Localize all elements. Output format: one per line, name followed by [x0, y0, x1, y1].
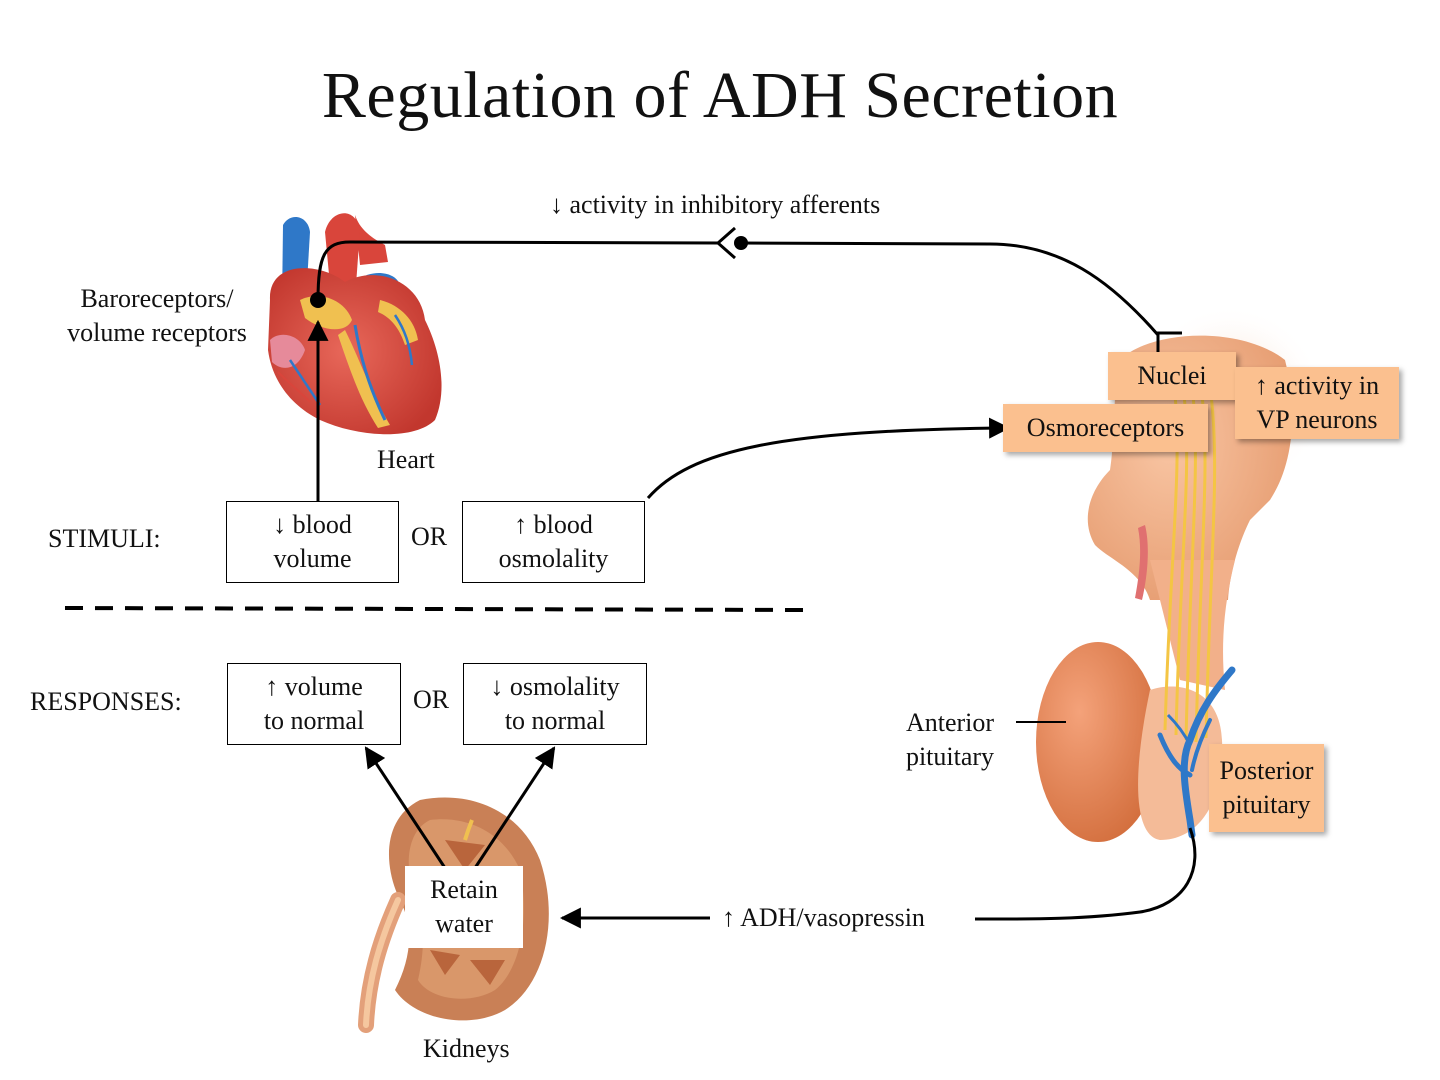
synapse-symbol — [715, 226, 736, 260]
posterior-to-adh-line — [974, 827, 1197, 921]
retain-water-line2: water — [435, 909, 493, 938]
inhibitory-afferent-line — [316, 240, 721, 301]
posterior-pituitary-box: Posterior pituitary — [1209, 744, 1324, 832]
blood-volume-line2: volume — [273, 544, 352, 573]
heart-label: Heart — [377, 445, 435, 474]
kidneys-label: Kidneys — [423, 1034, 510, 1063]
inhibitory-afferent-line-right — [739, 241, 1160, 355]
vp-neurons-line1: ↑ activity in — [1254, 371, 1380, 400]
osmolality-normal-line2: to normal — [504, 706, 606, 735]
blood-volume-line1: ↓ blood — [273, 510, 352, 539]
retain-to-osmolality-arrow — [473, 746, 556, 869]
volume-normal-line1: ↑ volume — [265, 672, 363, 701]
retain-water-box: Retain water — [405, 866, 523, 948]
blood-osmolality-box: ↑ blood osmolality — [462, 501, 645, 583]
baroreceptors-label: Baroreceptors/ volume receptors — [48, 282, 266, 350]
nuclei-label: Nuclei — [1137, 361, 1207, 390]
responses-or-label: OR — [413, 685, 450, 714]
synapse-dot — [734, 236, 748, 250]
anterior-pituitary-line2: pituitary — [905, 742, 995, 771]
page-title: Regulation of ADH Secretion — [321, 59, 1119, 132]
blood-osmolality-line2: osmolality — [498, 544, 609, 573]
osmoreceptors-label: Osmoreceptors — [1026, 413, 1185, 442]
stimuli-label: STIMULI: — [48, 524, 161, 553]
stimuli-or-label: OR — [411, 522, 448, 551]
baroreceptors-label-line2: volume receptors — [67, 318, 247, 347]
vp-neurons-box: ↑ activity in VP neurons — [1235, 367, 1399, 439]
nuclei-box: Nuclei — [1108, 352, 1236, 400]
baroreceptors-label-line1: Baroreceptors/ — [80, 284, 234, 313]
osmolality-normal-line1: ↓ osmolality — [490, 672, 620, 701]
posterior-pituitary-line2: pituitary — [1222, 790, 1311, 819]
posterior-pituitary-line1: Posterior — [1219, 756, 1314, 785]
stimuli-responses-divider — [64, 606, 806, 612]
responses-label: RESPONSES: — [30, 687, 182, 716]
anterior-pituitary-line1: Anterior — [905, 708, 995, 737]
anterior-pituitary-label: Anterior pituitary — [895, 706, 1005, 774]
volume-normal-line2: to normal — [263, 706, 365, 735]
blood-volume-box: ↓ blood volume — [226, 501, 399, 583]
osmolality-to-osmoreceptors-arrow — [646, 417, 1011, 499]
baroreceptor-dot — [310, 292, 326, 308]
adh-label: ↑ ADH/vasopressin — [722, 903, 925, 932]
osmoreceptors-box: Osmoreceptors — [1003, 404, 1208, 452]
heart-illustration — [268, 213, 442, 435]
vp-neurons-line2: VP neurons — [1256, 405, 1378, 434]
osmolality-normal-box: ↓ osmolality to normal — [463, 663, 647, 745]
volume-normal-box: ↑ volume to normal — [227, 663, 401, 745]
blood-osmolality-line1: ↑ blood — [514, 510, 593, 539]
retain-to-volume-arrow — [364, 746, 447, 869]
inhibitory-afferents-label: ↓ activity in inhibitory afferents — [550, 190, 881, 219]
retain-water-line1: Retain — [430, 875, 498, 904]
